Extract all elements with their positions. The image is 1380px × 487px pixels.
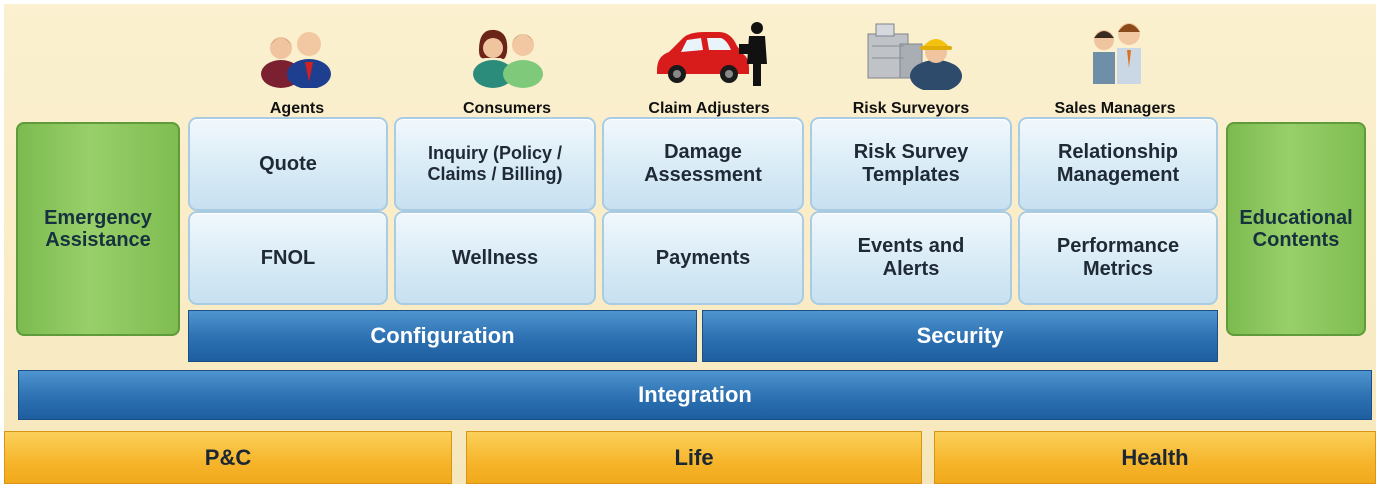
cell-label: Quote	[259, 152, 317, 175]
configuration-label: Configuration	[370, 323, 515, 348]
persona-label: Claim Adjusters	[648, 100, 770, 117]
persona-risk-surveyors: Risk Surveyors	[826, 18, 996, 118]
cell-label: FNOL	[260, 246, 316, 269]
base-label: Health	[1121, 444, 1189, 470]
cell-label: Inquiry (Policy / Claims / Billing)	[427, 143, 563, 184]
cell-risk-survey-templates: Risk Survey Templates	[810, 117, 1012, 211]
cell-damage-assessment: Damage Assessment	[602, 117, 804, 211]
sales-managers-icon	[1093, 23, 1141, 84]
educational-contents-panel: Educational Contents	[1226, 122, 1366, 336]
cell-inquiry: Inquiry (Policy / Claims / Billing)	[394, 117, 596, 211]
persona-consumers: Consumers	[422, 18, 592, 118]
cell-relationship-management: Relationship Management	[1018, 117, 1218, 211]
cell-label: Events and Alerts	[857, 235, 965, 280]
persona-label: Sales Managers	[1054, 100, 1176, 117]
integration-label: Integration	[638, 382, 752, 407]
cell-label: Wellness	[451, 246, 539, 269]
cell-payments: Payments	[602, 211, 804, 305]
base-label: Life	[674, 444, 714, 470]
persona-label: Consumers	[462, 100, 552, 117]
cell-label: Payments	[655, 246, 751, 269]
risk-surveyors-icon	[867, 23, 962, 90]
base-label: P&C	[204, 444, 252, 470]
cell-wellness: Wellness	[394, 211, 596, 305]
persona-claim-adjusters: Claim Adjusters	[624, 18, 794, 118]
diagram-canvas: Agents Consumers Claim Adjusters	[4, 4, 1376, 484]
agents-icon	[261, 32, 331, 88]
security-label: Security	[916, 323, 1004, 348]
educational-contents-label: Educational Contents	[1239, 207, 1353, 251]
persona-agents: Agents	[212, 18, 382, 118]
emergency-assistance-label: Emergency Assistance	[44, 207, 152, 251]
claim-adjusters-icon	[657, 22, 767, 86]
cell-performance-metrics: Performance Metrics	[1018, 211, 1218, 305]
integration-bar: Integration	[18, 370, 1372, 420]
cell-label: Relationship Management	[1056, 141, 1180, 186]
persona-label: Agents	[269, 100, 325, 117]
cell-label: Performance Metrics	[1056, 235, 1180, 280]
cell-label: Damage Assessment	[644, 141, 762, 186]
cell-label: Risk Survey Templates	[853, 141, 969, 186]
cell-fnol: FNOL	[188, 211, 388, 305]
cell-events-and-alerts: Events and Alerts	[810, 211, 1012, 305]
persona-sales-managers: Sales Managers	[1030, 18, 1200, 118]
emergency-assistance-panel: Emergency Assistance	[16, 122, 180, 336]
configuration-bar: Configuration	[188, 310, 697, 362]
base-pc: P&C	[4, 431, 452, 484]
persona-label: Risk Surveyors	[852, 100, 970, 117]
base-life: Life	[466, 431, 922, 484]
base-health: Health	[934, 431, 1376, 484]
security-bar: Security	[702, 310, 1218, 362]
consumers-icon	[473, 29, 543, 88]
cell-quote: Quote	[188, 117, 388, 211]
